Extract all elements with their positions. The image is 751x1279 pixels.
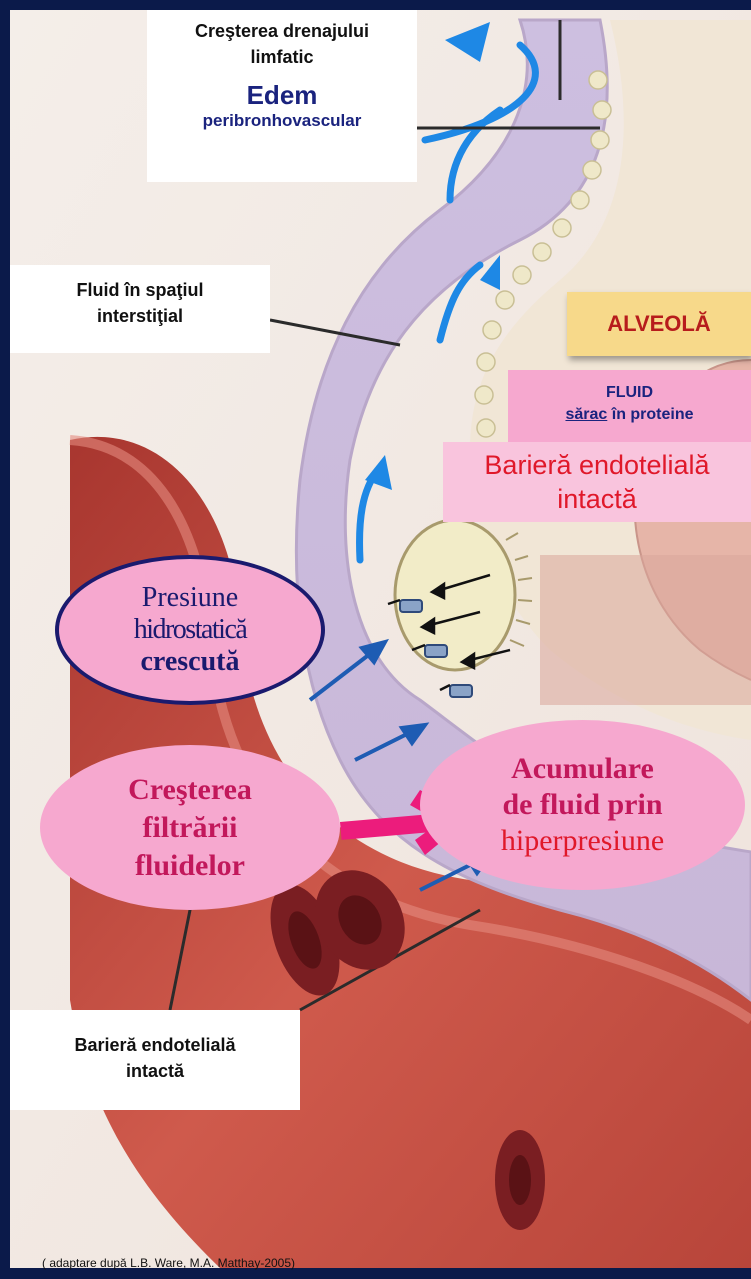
interstitial-line1: Fluid în spaţiul	[10, 277, 270, 303]
accumulation-line3: hiperpresiune	[420, 823, 745, 859]
filtration-increase-oval: Creşterea filtrării fluidelor	[40, 745, 340, 910]
accumulation-line2: de fluid prin	[420, 787, 745, 823]
edema-subheading: peribronhovascular	[147, 110, 417, 132]
lymphatic-drainage-label: Creşterea drenajului limfatic Edem perib…	[147, 10, 417, 182]
barrier-bottom-label: Barieră endotelială intactă	[10, 1010, 300, 1110]
fluid-word: FLUID	[508, 382, 751, 404]
edema-heading: Edem	[147, 80, 417, 110]
alveola-label: ALVEOLĂ	[567, 292, 751, 356]
pressure-line3: crescută	[59, 646, 321, 678]
protein-poor-fluid-label: FLUID sărac în proteine	[508, 370, 751, 446]
fluid-accumulation-oval: Acumulare de fluid prin hiperpresiune	[420, 720, 745, 890]
protein-poor-line: sărac în proteine	[508, 404, 751, 426]
barrier-bottom-line1: Barieră endotelială	[10, 1032, 300, 1058]
sarac-word: sărac	[565, 406, 607, 423]
filtration-line2: filtrării	[40, 809, 340, 847]
barrier-bottom-line2: intactă	[10, 1058, 300, 1084]
barrier-top-line2: intactă	[443, 482, 751, 516]
lymph-line1: Creşterea drenajului	[147, 18, 417, 44]
accumulation-line1: Acumulare	[420, 751, 745, 787]
filtration-line3: fluidelor	[40, 847, 340, 885]
type-ii-cell	[395, 520, 515, 670]
pressure-line1: Presiune	[59, 582, 321, 614]
alveolar-texture	[540, 555, 751, 705]
pressure-line2: hidrostatică	[59, 614, 321, 646]
filtration-line1: Creşterea	[40, 771, 340, 809]
interstitial-fluid-label: Fluid în spaţiul interstiţial	[10, 265, 270, 353]
source-citation: ( adaptare după L.B. Ware, M.A. Matthay-…	[42, 1256, 295, 1270]
lymph-line2: limfatic	[147, 44, 417, 70]
hydrostatic-pressure-oval: Presiune hidrostatică crescută	[55, 555, 325, 705]
protein-rest: în proteine	[607, 406, 693, 423]
barrier-top-line1: Barieră endotelială	[443, 448, 751, 482]
interstitial-line2: interstiţial	[10, 303, 270, 329]
barrier-top-label: Barieră endotelială intactă	[443, 442, 751, 522]
